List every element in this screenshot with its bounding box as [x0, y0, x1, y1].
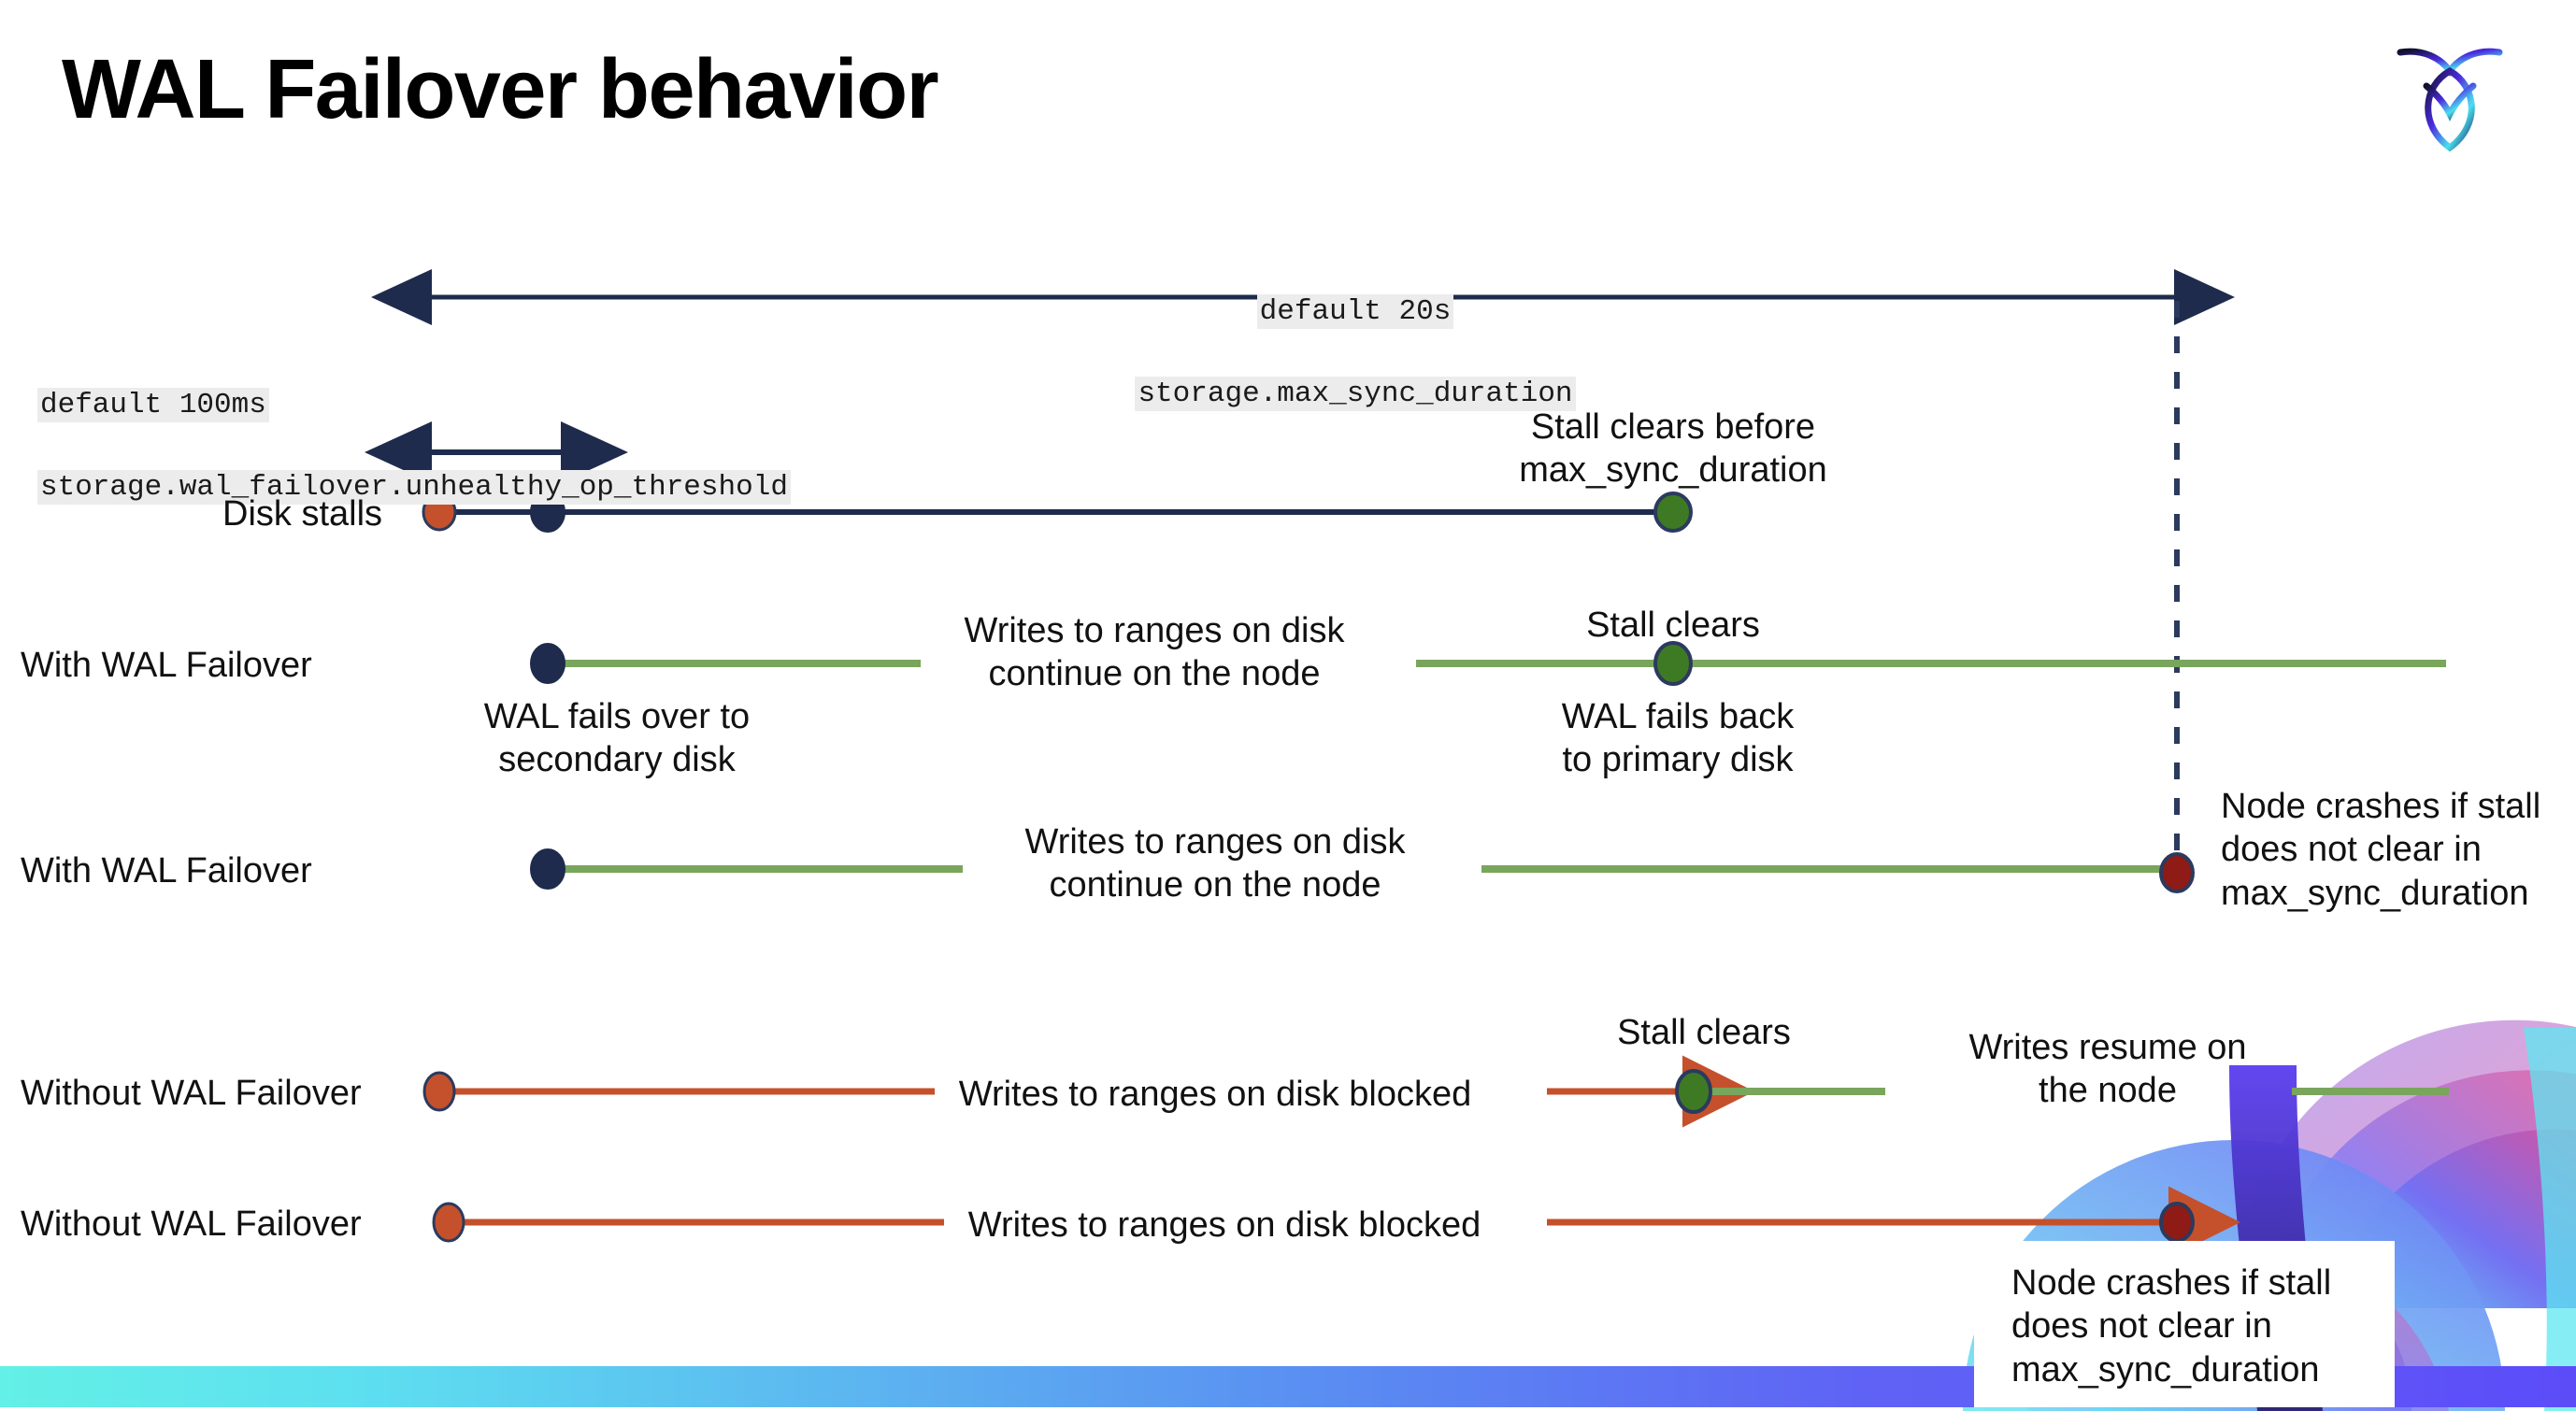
row-label-without-wal-failover-2: Without WAL Failover [21, 1204, 362, 1244]
note-node-crashes-1: Node crashes if stall does not clear in … [2221, 787, 2541, 913]
unhealthy-op-default-value: default 100ms [37, 388, 269, 423]
red-dot [2159, 852, 2195, 893]
note-wal-fails-back: WAL fails back to primary disk [1561, 697, 1795, 780]
cockroachdb-logo-icon [2389, 28, 2511, 159]
row-label-with-wal-failover-1: With WAL Failover [21, 646, 312, 685]
red-dot [2159, 1202, 2195, 1243]
orange-dot [432, 1202, 465, 1243]
note-stall-clears-1: Stall clears [1586, 606, 1760, 645]
row-label-with-wal-failover-2: With WAL Failover [21, 851, 312, 891]
note-writes-blocked-2: Writes to ranges on disk blocked [967, 1205, 1481, 1245]
row-label-without-wal-failover-1: Without WAL Failover [21, 1074, 362, 1113]
note-wal-fails-over: WAL fails over to secondary disk [483, 697, 751, 780]
note-stall-clears-2: Stall clears [1617, 1013, 1791, 1052]
note-writes-blocked-1: Writes to ranges on disk blocked [958, 1075, 1472, 1114]
page-title: WAL Failover behavior [62, 43, 939, 136]
unhealthy-op-threshold-annotation: default 100ms storage.wal_failover.unhea… [37, 344, 879, 508]
note-node-crashes-2: Node crashes if stall does not clear in … [2011, 1263, 2332, 1390]
unhealthy-op-setting-name: storage.wal_failover.unhealthy_op_thresh… [37, 470, 791, 506]
orange-dot [422, 1071, 456, 1112]
navy-dot [530, 848, 565, 890]
note-stall-clears-before: Stall clears before max_sync_duration [1519, 407, 1827, 491]
note-writes-resume: Writes resume on the node [1968, 1028, 2247, 1111]
green-dot [1653, 492, 1693, 533]
navy-dot [530, 643, 565, 684]
crash-note-backdrop [1974, 1241, 2395, 1407]
green-dot [1675, 1069, 1712, 1114]
max-sync-default-value: default 20s [1256, 294, 1454, 330]
max-sync-setting-name: storage.max_sync_duration [1135, 377, 1576, 412]
note-writes-continue-1: Writes to ranges on disk continue on the… [964, 611, 1345, 694]
row-with-wal-failover-1-track [530, 641, 2446, 686]
row-label-disk-stalls: Disk stalls [222, 494, 383, 534]
green-dot [1653, 641, 1693, 686]
note-writes-continue-2: Writes to ranges on disk continue on the… [1024, 822, 1406, 905]
max-sync-duration-annotation: default 20s storage.max_sync_duration [1131, 250, 1580, 415]
